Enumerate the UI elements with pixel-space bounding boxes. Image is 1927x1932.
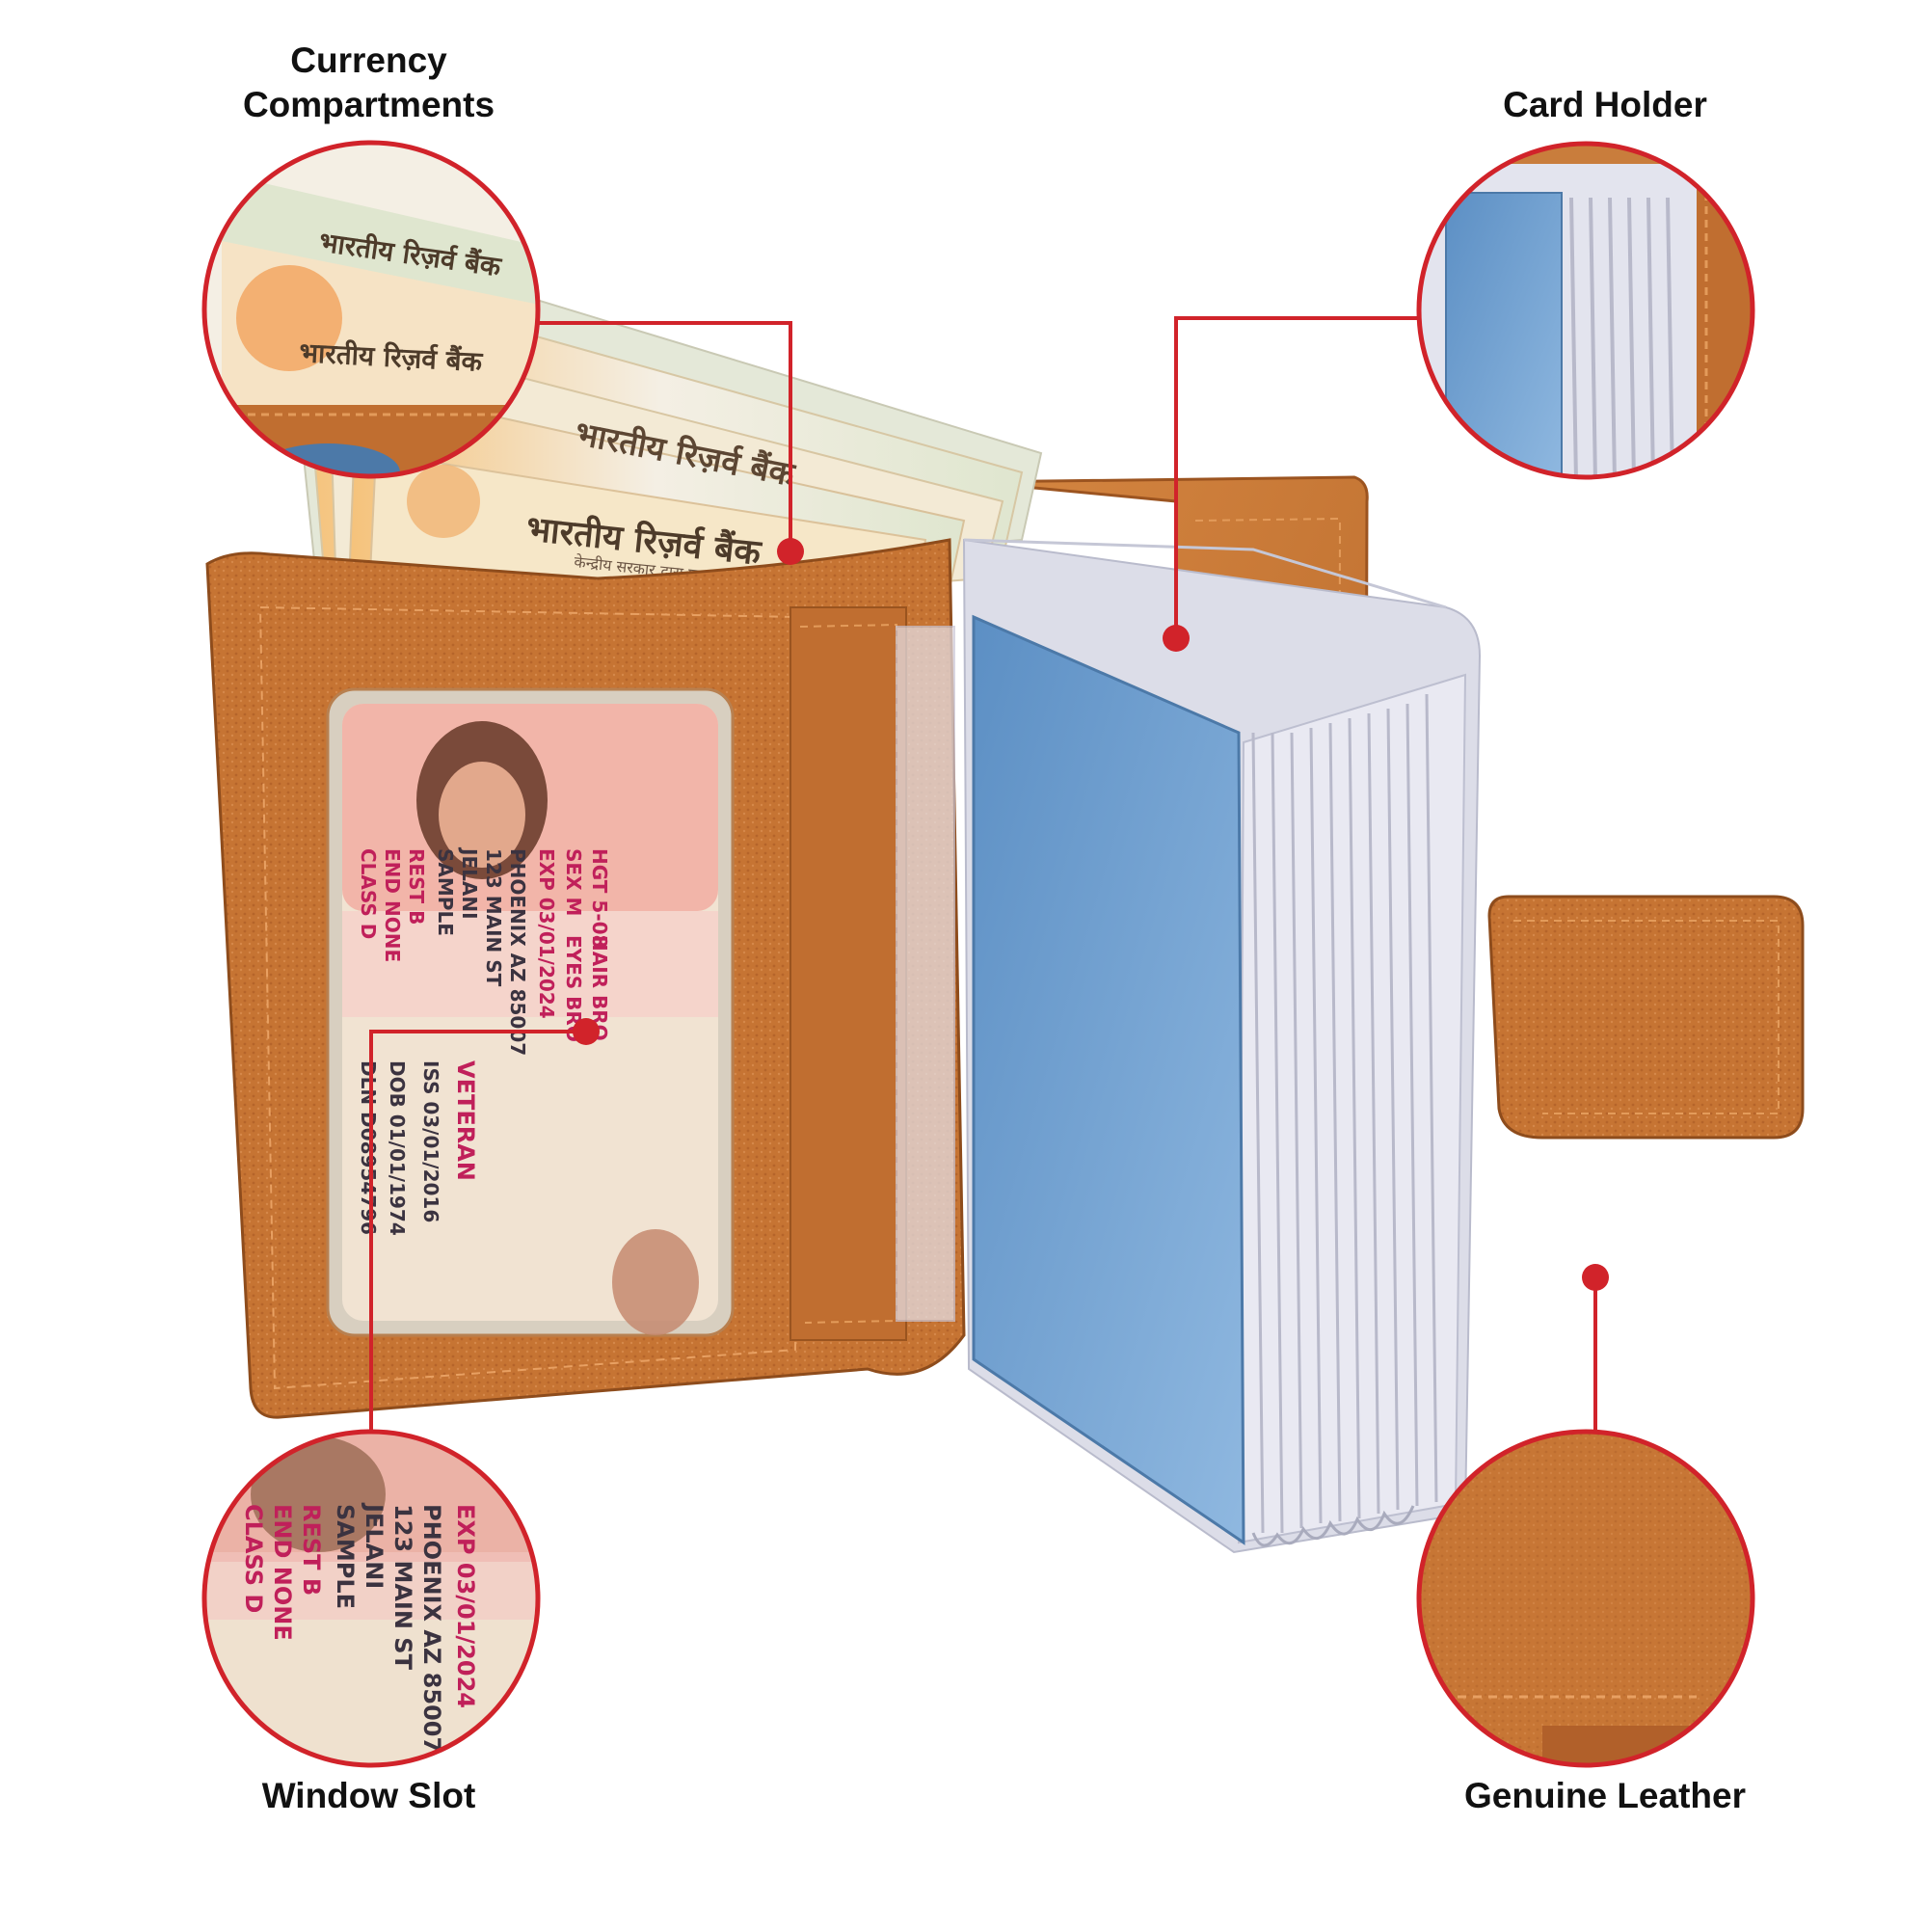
- svg-text:123 MAIN ST: 123 MAIN ST: [389, 1504, 416, 1671]
- wallet-inner-slot: [790, 606, 907, 1341]
- svg-text:JELANI: JELANI: [361, 1502, 388, 1589]
- currency-label-line2: Compartments: [242, 85, 495, 124]
- svg-text:HGT 5-08: HGT 5-08: [588, 848, 611, 948]
- svg-text:VETERAN: VETERAN: [452, 1060, 479, 1181]
- svg-text:END NONE: END NONE: [269, 1504, 296, 1641]
- card-holder-sleeves: [962, 538, 1482, 1554]
- currency-label-line1: Currency: [290, 40, 447, 80]
- svg-text:EXP 03/01/2024: EXP 03/01/2024: [535, 848, 558, 1019]
- svg-text:DLN D08954796: DLN D08954796: [357, 1060, 380, 1235]
- currency-compartments-label: Currency Compartments: [193, 39, 545, 127]
- svg-text:ISS 03/01/2016: ISS 03/01/2016: [419, 1060, 442, 1222]
- svg-text:SAMPLE: SAMPLE: [434, 848, 457, 936]
- zoom-circle-genuine-leather: [1416, 1429, 1755, 1768]
- svg-text:END NONE: END NONE: [381, 848, 404, 962]
- genuine-leather-zoom-ring: [1416, 1429, 1755, 1768]
- currency-zoom-ring: [201, 140, 541, 479]
- genuine-leather-dot: [1582, 1264, 1609, 1291]
- window-slot-label: Window Slot: [261, 1776, 476, 1815]
- svg-text:SAMPLE: SAMPLE: [332, 1504, 359, 1609]
- id-card-text: CLASS D END NONE REST B SAMPLE JELANI 12…: [357, 846, 611, 1236]
- svg-text:JELANI: JELANI: [458, 846, 481, 920]
- svg-text:PHOENIX AZ 85007: PHOENIX AZ 85007: [418, 1504, 445, 1753]
- svg-text:PHOENIX AZ 85007: PHOENIX AZ 85007: [506, 848, 529, 1056]
- window-slot-zoom-ring: [201, 1429, 541, 1768]
- card-holder-leader-line: [1174, 316, 1425, 636]
- genuine-leather-label: Genuine Leather: [1464, 1776, 1746, 1815]
- callout-dots: [573, 538, 1609, 1291]
- blue-card: [972, 614, 1245, 1545]
- svg-text:EXP 03/01/2024: EXP 03/01/2024: [452, 1504, 479, 1708]
- window-slot-leader-line: [369, 1030, 586, 1433]
- svg-text:REST B: REST B: [298, 1504, 325, 1596]
- svg-text:CLASS D: CLASS D: [357, 848, 380, 939]
- window-slot-dot: [573, 1018, 600, 1045]
- currency-leader-line: [536, 321, 792, 545]
- zoom-circle-card-holder: [1416, 141, 1755, 480]
- currency-dot: [777, 538, 804, 565]
- zoom-circle-window-slot: CLASS D END NONE REST B SAMPLE JELANI 12…: [201, 1429, 541, 1768]
- snap-strap: [1487, 895, 1805, 1140]
- card-holder-zoom-ring: [1416, 141, 1755, 480]
- card-holder-dot: [1163, 625, 1190, 652]
- svg-text:REST B: REST B: [405, 848, 428, 925]
- svg-text:CLASS D: CLASS D: [240, 1504, 267, 1613]
- svg-text:SEX M: SEX M: [562, 848, 585, 916]
- id-ghost-photo: [612, 1229, 699, 1335]
- svg-text:DOB 01/01/1974: DOB 01/01/1974: [386, 1060, 409, 1236]
- svg-text:123 MAIN ST: 123 MAIN ST: [482, 848, 505, 987]
- callout-lines: [369, 316, 1597, 1433]
- card-holder-label: Card Holder: [1503, 85, 1707, 124]
